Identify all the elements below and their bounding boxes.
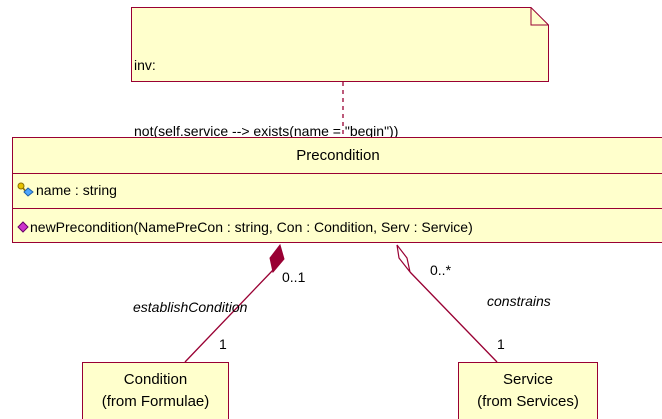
note-shape (131, 7, 549, 82)
constraint-note: inv: not(self.service --> exists(name = … (131, 7, 549, 139)
operation-text: newPrecondition(NamePreCon : string, Con… (30, 219, 473, 235)
note-line-1: inv: (134, 57, 156, 73)
note-text: inv: not(self.service --> exists(name = … (134, 10, 398, 186)
service-class[interactable]: Service (from Services) (458, 362, 598, 419)
condition-class[interactable]: Condition (from Formulae) (82, 362, 229, 419)
condition-class-package: (from Formulae) (101, 393, 210, 410)
operation-new-precondition[interactable]: newPrecondition(NamePreCon : string, Con… (17, 219, 473, 236)
constrains-label: constrains (487, 293, 551, 309)
note-line-2: not(self.service --> exists(name = "begi… (134, 123, 399, 139)
establish-condition-line (184, 269, 274, 363)
constrains-multiplicity-part: 1 (497, 336, 505, 352)
service-class-package: (from Services) (477, 393, 579, 410)
aggregation-diamond (396, 244, 411, 273)
constrains-line (409, 271, 498, 363)
establish-condition-label: establishCondition (133, 299, 248, 315)
establish-multiplicity-whole: 0..1 (282, 269, 306, 285)
service-class-name: Service (502, 371, 554, 388)
key-diamond-icon (17, 182, 35, 201)
purple-diamond-icon (17, 220, 29, 236)
attribute-name[interactable]: name : string (17, 182, 117, 201)
condition-class-name: Condition (123, 371, 188, 388)
precondition-class-name: Precondition (13, 138, 662, 174)
composition-diamond (269, 243, 285, 274)
operation-compartment: newPrecondition(NamePreCon : string, Con… (13, 209, 662, 244)
attribute-text: name : string (36, 182, 117, 199)
attribute-compartment: name : string (13, 174, 662, 209)
precondition-class[interactable]: Precondition name : string newPrec (12, 137, 662, 243)
establish-multiplicity-part: 1 (219, 336, 227, 352)
constrains-multiplicity-whole: 0..* (430, 262, 452, 278)
